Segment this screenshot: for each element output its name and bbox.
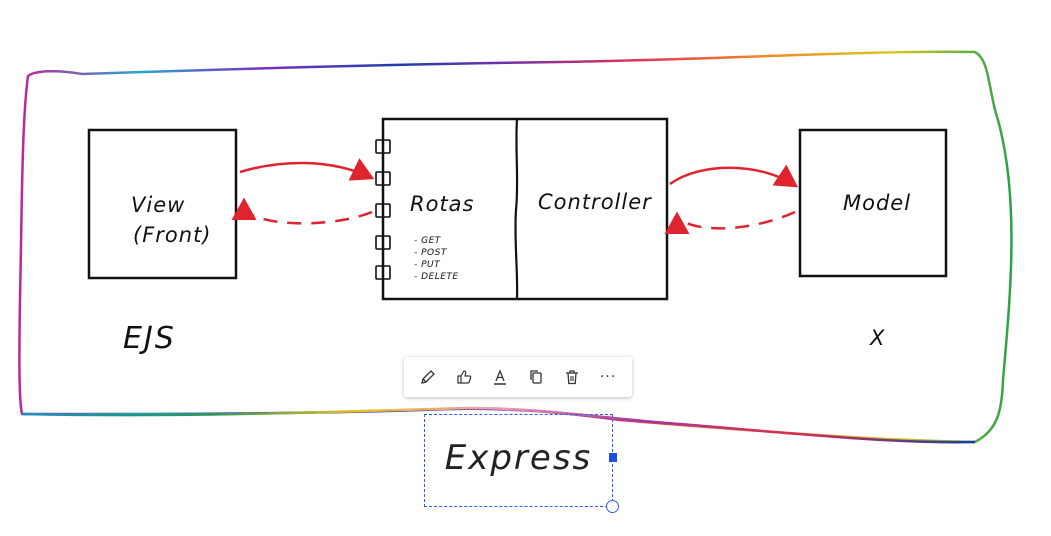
arrow-model-to-controller[interactable] bbox=[664, 210, 796, 235]
method-post: - POST bbox=[414, 248, 448, 258]
model-box[interactable] bbox=[798, 128, 948, 278]
ejs-label: EJS bbox=[123, 321, 176, 356]
controller-label: Controller bbox=[538, 190, 652, 214]
trash-icon bbox=[566, 370, 578, 385]
thumbs-up-icon bbox=[457, 370, 472, 384]
react-button[interactable] bbox=[450, 363, 478, 391]
copy-icon bbox=[530, 370, 542, 384]
view-label: View bbox=[131, 193, 185, 217]
method-delete: - DELETE bbox=[414, 272, 459, 282]
arrow-view-to-rotas[interactable] bbox=[239, 158, 375, 181]
rainbow-outline[interactable] bbox=[18, 50, 1013, 444]
more-button[interactable]: ··· bbox=[594, 363, 622, 391]
express-label[interactable]: Express bbox=[444, 437, 593, 478]
pencil-icon bbox=[421, 370, 435, 384]
resize-handle[interactable] bbox=[609, 453, 617, 462]
rotas-controller-box[interactable] bbox=[381, 117, 669, 301]
arrow-rotas-to-view[interactable] bbox=[231, 197, 373, 225]
text-format-icon bbox=[494, 369, 506, 385]
more-icon: ··· bbox=[599, 369, 617, 385]
text-format-button[interactable] bbox=[486, 363, 514, 391]
copy-button[interactable] bbox=[522, 363, 550, 391]
express-textbox[interactable]: Express bbox=[424, 414, 619, 513]
delete-button[interactable] bbox=[558, 363, 586, 391]
rotas-label: Rotas bbox=[410, 192, 474, 216]
notebook-rings bbox=[375, 139, 391, 280]
model-label: Model bbox=[843, 191, 911, 215]
pen-button[interactable] bbox=[414, 363, 442, 391]
rotas-controller-divider bbox=[514, 118, 519, 300]
arrow-controller-to-model[interactable] bbox=[669, 164, 799, 188]
x-label: X bbox=[869, 326, 885, 350]
view-front-label: (Front) bbox=[133, 223, 212, 247]
method-get: - GET bbox=[414, 236, 442, 246]
rotate-handle[interactable] bbox=[606, 500, 619, 513]
method-put: - PUT bbox=[414, 260, 441, 270]
context-toolbar: ··· bbox=[404, 357, 632, 397]
